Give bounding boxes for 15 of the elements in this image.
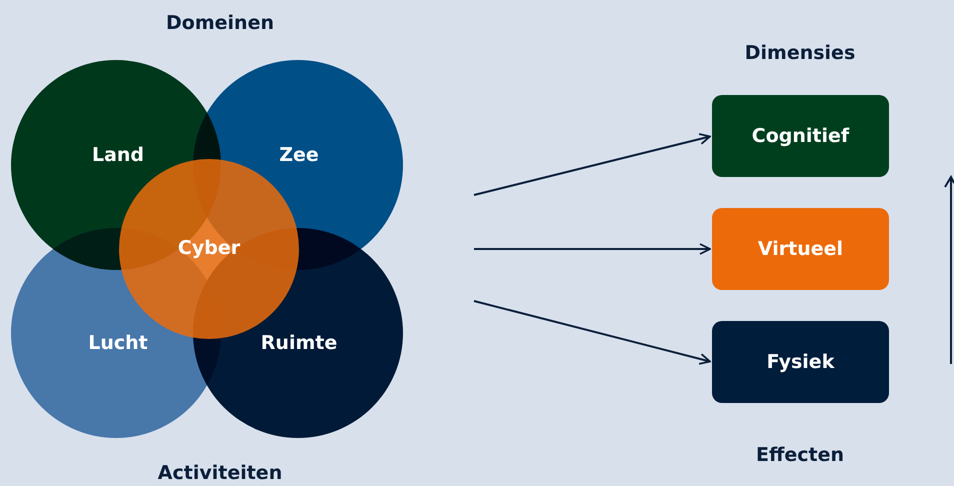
- section-heading: Activiteiten: [158, 462, 282, 484]
- domain-label: Cyber: [178, 237, 240, 259]
- domain-label: Lucht: [88, 332, 148, 354]
- arrow: [474, 133, 711, 196]
- dimension-box: Fysiek: [712, 321, 889, 403]
- dimension-box: Virtueel: [712, 208, 889, 290]
- domain-label: Ruimte: [260, 332, 338, 354]
- dimension-box: Cognitief: [712, 95, 889, 177]
- section-heading: Dimensies: [744, 42, 856, 64]
- arrow: [474, 243, 711, 255]
- domain-label: Land: [92, 144, 144, 166]
- arrow: [474, 300, 711, 365]
- domain-label: Zee: [279, 144, 319, 166]
- section-heading: Effecten: [756, 444, 844, 466]
- section-heading: Domeinen: [166, 12, 274, 34]
